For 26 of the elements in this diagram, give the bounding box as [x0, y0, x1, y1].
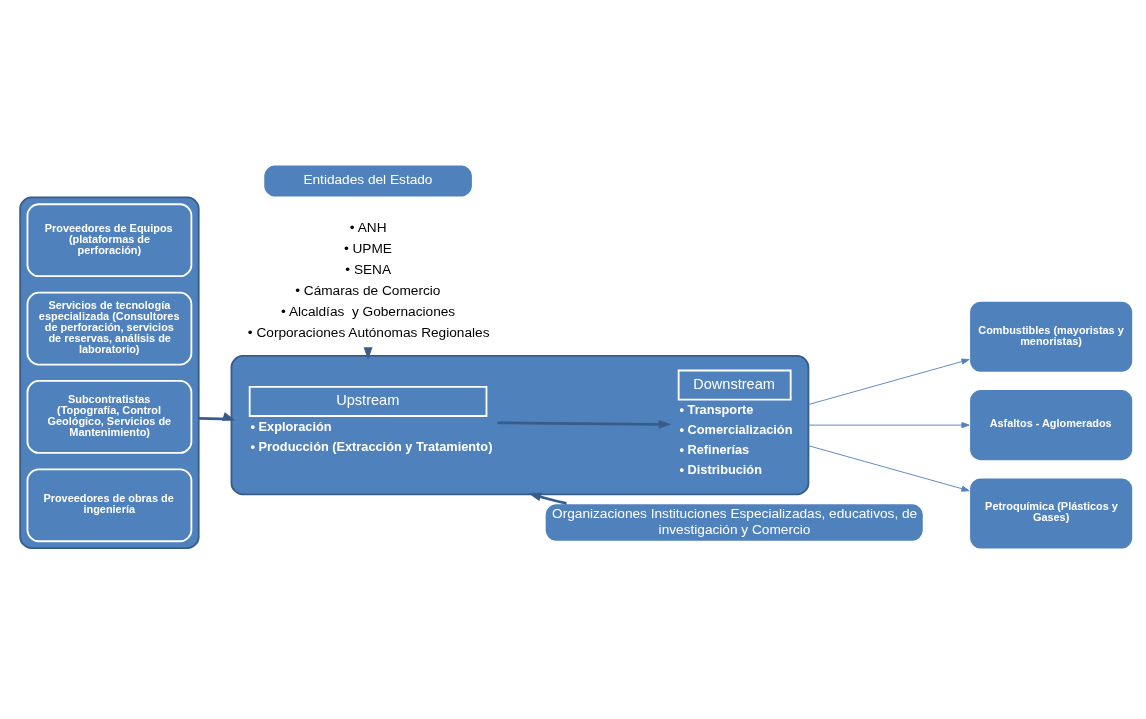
- node-box: Entidades del Estado: [262, 163, 474, 198]
- arrow: [497, 419, 672, 429]
- node-label: • Refinerías: [679, 441, 750, 457]
- node-label: • Producción (Extracción y Tratamiento): [250, 438, 493, 454]
- arrow: [807, 421, 970, 428]
- arrow: [807, 444, 970, 492]
- node-box: Organizaciones Instituciones Especializadas, educativos, de investigación y Comercio: [543, 502, 925, 543]
- arrow: [807, 358, 970, 405]
- node-label: • Comercialización: [679, 421, 793, 437]
- node-label: • Transporte: [679, 401, 754, 417]
- node-box: Proveedores de Equipos (plataformas de perforación): [26, 202, 193, 277]
- node-label: • Exploración: [250, 418, 332, 434]
- arrow: [528, 492, 567, 505]
- node-box: Asfaltos - Aglomerados: [968, 387, 1134, 462]
- node-box: Petroquímica (Plásticos y Gases): [968, 476, 1134, 550]
- node-box: Downstream: [677, 369, 792, 401]
- arrow: [198, 411, 236, 421]
- node-box: Subcontratistas (Topografía, Control Geológico, Servicios de Mantenimiento): [26, 379, 193, 454]
- node-label: • Distribución: [679, 461, 762, 477]
- cluster: [19, 196, 200, 549]
- cluster: [230, 354, 810, 495]
- node-box: Proveedores de obras de ingeniería: [26, 467, 193, 542]
- node-box: Servicios de tecnología especializada (Consultores de perforación, servicios de reservas, análisis de laboratorio): [26, 291, 193, 365]
- node-box: Upstream: [248, 385, 488, 417]
- node-box: Combustibles (mayoristas y menoristas): [968, 299, 1134, 374]
- node-text: • ANH • UPME • SENA • Cámaras de Comercio • Alcaldías y Gobernaciones • Corporaciones Autónomas Regionales: [247, 219, 490, 340]
